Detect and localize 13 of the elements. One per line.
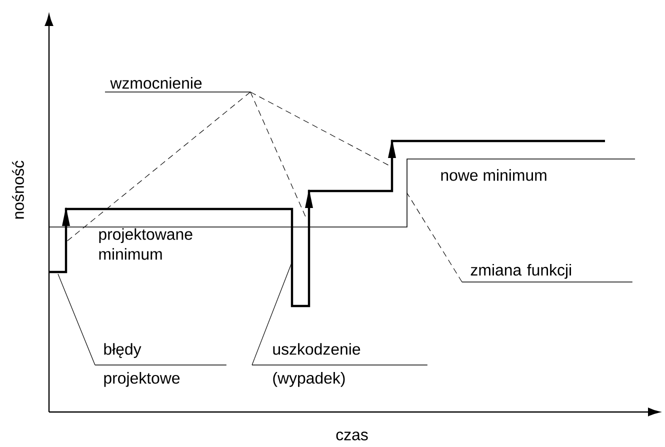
callout-text: błędy projektowe [104, 343, 180, 387]
callout-text: uszkodzenie (wypadek) [273, 343, 360, 387]
axis-label: czas [336, 432, 368, 440]
leader-line [58, 274, 96, 366]
axis-label: nośność [12, 160, 24, 219]
line-label: projektowane minimum [99, 228, 192, 260]
callout-text: zmiana funkcji [470, 264, 571, 279]
leader-line [66, 92, 251, 242]
leader-line [252, 262, 292, 366]
leader-line [406, 192, 462, 282]
callout-text: wzmocnienie [110, 77, 202, 89]
leader-line [250, 92, 390, 166]
line-label: nowe minimum [441, 169, 546, 181]
